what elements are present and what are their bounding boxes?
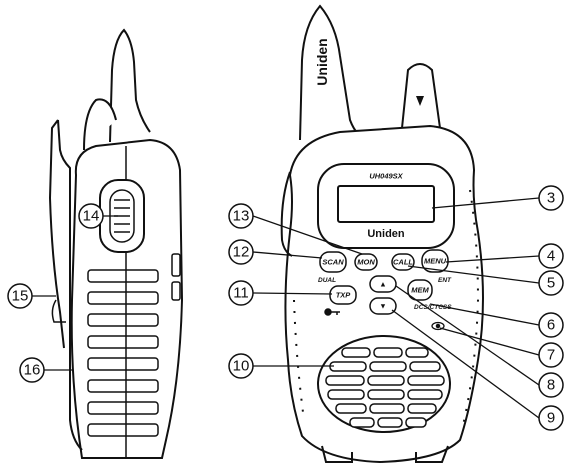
channel-knob-marker bbox=[416, 96, 424, 106]
side-view bbox=[48, 28, 184, 459]
mem-button-label: MEM bbox=[411, 286, 429, 295]
call-button-label: CALL bbox=[393, 258, 413, 267]
down-button[interactable]: ▼ bbox=[369, 297, 397, 315]
front-view: Uniden UH049SX Uniden SCAN MON CALL bbox=[280, 4, 484, 464]
ptt-grip bbox=[114, 199, 130, 233]
side-jack-cover-2 bbox=[171, 281, 181, 301]
callout-15: 15 bbox=[7, 283, 33, 309]
speaker-slots bbox=[325, 347, 445, 428]
svg-text:14: 14 bbox=[83, 208, 100, 225]
svg-text:11: 11 bbox=[233, 285, 249, 302]
callout-13: 13 bbox=[228, 203, 254, 229]
mem-button[interactable]: MEM bbox=[407, 279, 433, 301]
mon-button[interactable]: MON bbox=[354, 253, 378, 271]
call-button[interactable]: CALL bbox=[391, 253, 415, 271]
callout-16: 16 bbox=[19, 357, 45, 383]
front-feet bbox=[321, 445, 449, 463]
scan-button[interactable]: SCAN bbox=[319, 251, 347, 273]
svg-text:4: 4 bbox=[547, 248, 555, 265]
callout-10: 10 bbox=[228, 353, 254, 379]
belt-clip bbox=[48, 119, 83, 451]
txp-button[interactable]: TXP bbox=[329, 285, 357, 305]
callout-11: 11 bbox=[228, 280, 254, 306]
side-jack-cover bbox=[171, 253, 181, 277]
antenna-brand-strip: Uniden bbox=[314, 38, 330, 85]
belt-clip-tab bbox=[51, 299, 66, 323]
callout-14: 14 bbox=[78, 203, 104, 229]
svg-text:9: 9 bbox=[547, 410, 555, 427]
callout-3: 3 bbox=[538, 185, 564, 211]
callout-6: 6 bbox=[538, 312, 564, 338]
callout-4: 4 bbox=[538, 243, 564, 269]
key-lock-icon bbox=[324, 308, 340, 316]
dual-label: DUAL bbox=[318, 277, 336, 284]
antenna-brand: Uniden bbox=[314, 38, 330, 85]
front-antenna bbox=[299, 4, 369, 143]
ent-label: ENT bbox=[438, 277, 452, 284]
lcd-screen bbox=[337, 185, 435, 223]
svg-text:16: 16 bbox=[24, 362, 41, 379]
svg-text:13: 13 bbox=[233, 208, 250, 225]
scan-button-label: SCAN bbox=[322, 258, 344, 267]
brand-label: Uniden bbox=[367, 228, 405, 240]
dcs-label: DCS/CTCSS bbox=[414, 304, 452, 311]
callout-8: 8 bbox=[538, 372, 564, 398]
callout-5: 5 bbox=[538, 270, 564, 296]
menu-button[interactable]: MENU bbox=[421, 249, 449, 273]
svg-text:5: 5 bbox=[547, 275, 555, 292]
body-edge-dashes bbox=[461, 189, 480, 431]
side-antenna-stub bbox=[83, 98, 117, 151]
up-button[interactable]: ▲ bbox=[369, 275, 397, 293]
side-antenna bbox=[109, 28, 151, 143]
menu-button-label: MENU bbox=[424, 257, 447, 266]
svg-text:3: 3 bbox=[547, 190, 555, 207]
svg-text:12: 12 bbox=[233, 244, 250, 261]
side-grip-ribs bbox=[87, 269, 159, 437]
led-indicator-icon bbox=[431, 321, 445, 331]
callouts: 14 15 16 13 12 11 10 3 4 5 6 7 8 9 bbox=[7, 185, 564, 431]
callout-12: 12 bbox=[228, 239, 254, 265]
svg-text:8: 8 bbox=[547, 377, 555, 394]
model-label: UH049SX bbox=[369, 172, 403, 181]
svg-text:15: 15 bbox=[12, 288, 29, 305]
front-ptt-bulge bbox=[280, 171, 293, 257]
up-button-label: ▲ bbox=[379, 280, 386, 289]
down-button-label: ▼ bbox=[379, 302, 386, 311]
txp-button-label: TXP bbox=[336, 291, 352, 300]
callout-7: 7 bbox=[538, 342, 564, 368]
mon-button-label: MON bbox=[357, 258, 375, 267]
callout-9: 9 bbox=[538, 405, 564, 431]
svg-text:10: 10 bbox=[233, 358, 250, 375]
body-edge-dashes-left bbox=[293, 299, 305, 421]
svg-text:6: 6 bbox=[547, 317, 555, 334]
leader-lines bbox=[32, 197, 540, 419]
svg-text:7: 7 bbox=[547, 347, 555, 364]
